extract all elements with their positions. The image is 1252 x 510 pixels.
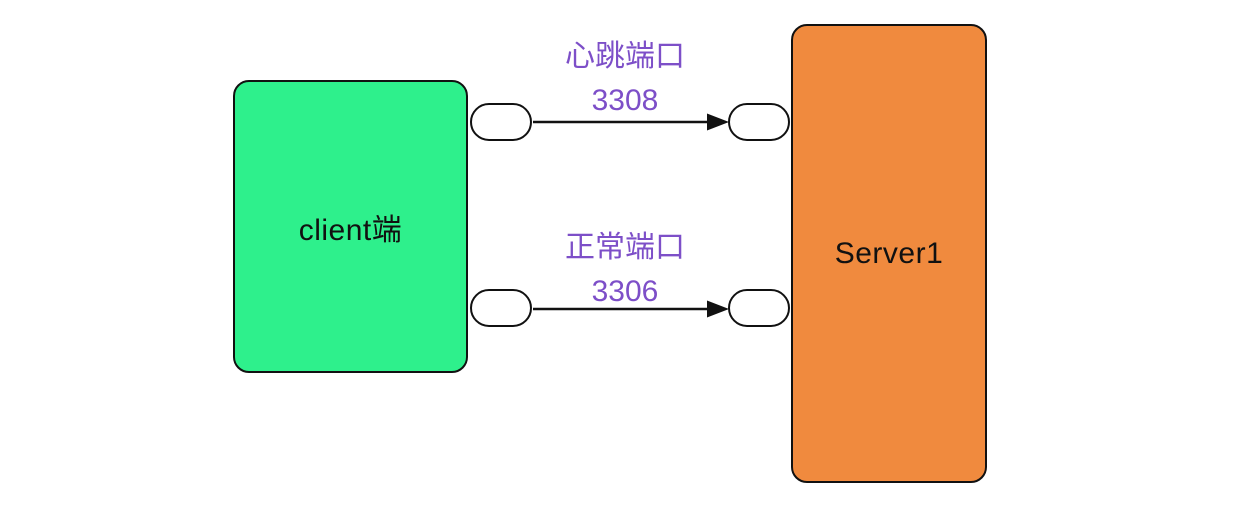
heartbeat-connection-label: 心跳端口 3308 bbox=[500, 35, 750, 123]
server-normal-port-connector bbox=[728, 289, 790, 327]
client-node: client端 bbox=[233, 80, 468, 373]
server-heartbeat-port-connector bbox=[728, 103, 790, 141]
server-node-label: Server1 bbox=[834, 236, 944, 270]
connection-name: 正常端口 bbox=[565, 231, 685, 264]
client-node-label: client端 bbox=[298, 213, 403, 247]
connection-port-number: 3306 bbox=[591, 275, 659, 308]
connection-port-number: 3308 bbox=[591, 84, 659, 117]
client-normal-port-connector bbox=[470, 289, 532, 327]
normal-connection-label: 正常端口 3306 bbox=[500, 226, 750, 314]
connection-name: 心跳端口 bbox=[565, 40, 685, 73]
client-heartbeat-port-connector bbox=[470, 103, 532, 141]
server-node: Server1 bbox=[791, 24, 987, 483]
